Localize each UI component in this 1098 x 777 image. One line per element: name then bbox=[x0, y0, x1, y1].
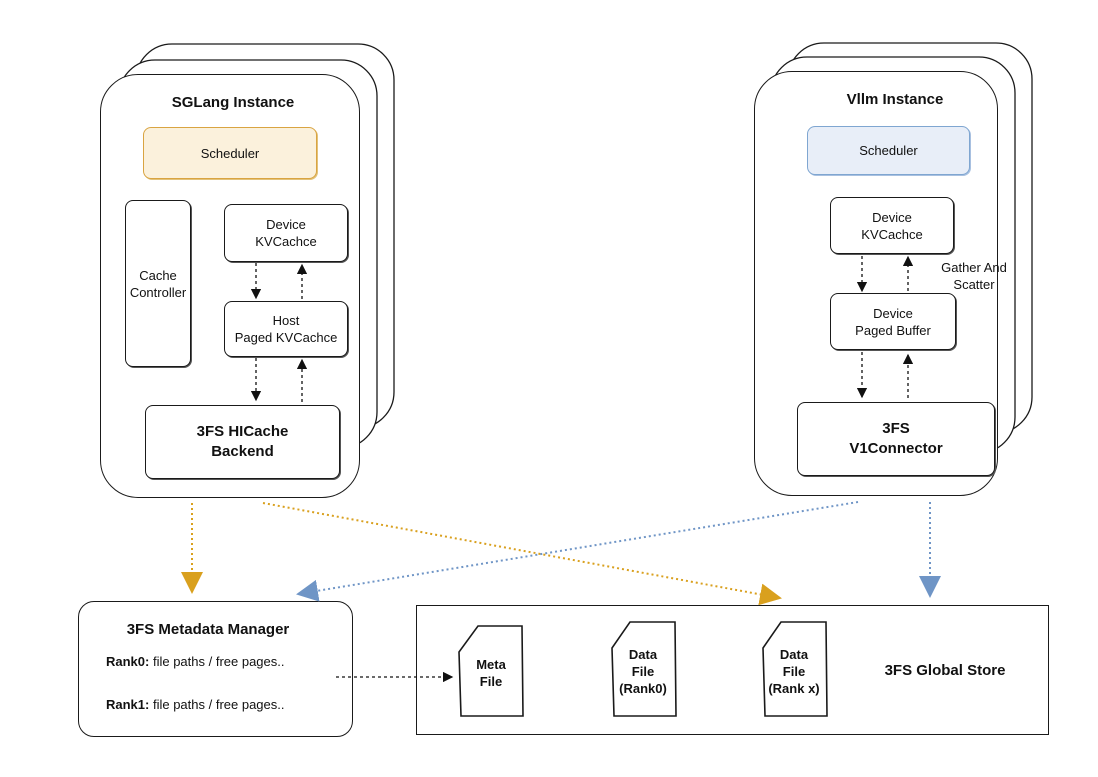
sglang-title: SGLang Instance bbox=[171, 94, 295, 111]
hicache-backend-label: 3FS HICache Backend bbox=[196, 423, 289, 460]
sglang-hicache-backend: 3FS HICache Backend bbox=[145, 405, 340, 479]
rank1-value: file paths / free pages.. bbox=[149, 697, 285, 712]
vllm-v1connector: 3FS V1Connector bbox=[797, 402, 995, 476]
rank1-key: Rank1: bbox=[106, 697, 150, 712]
rank0-key: Rank0: bbox=[106, 654, 150, 669]
sglang-scheduler: Scheduler bbox=[143, 127, 317, 179]
sglang-device-kvcache-label: Device KVCachce bbox=[255, 217, 317, 249]
sglang-host-paged-kvcache: Host Paged KVCachce bbox=[224, 301, 348, 357]
sglang-cache-controller: Cache Controller bbox=[125, 200, 191, 367]
metadata-manager-title: 3FS Metadata Manager bbox=[126, 621, 290, 638]
gather-scatter-label: Gather And Scatter bbox=[941, 260, 1007, 292]
vllm-device-kvcache: Device KVCachce bbox=[830, 197, 954, 254]
vllm-device-kvcache-label: Device KVCachce bbox=[861, 209, 923, 242]
metadata-row-rank0: Rank0: file paths / free pages.. bbox=[106, 654, 285, 669]
metadata-manager bbox=[78, 601, 353, 737]
vllm-device-paged-buffer: Device Paged Buffer bbox=[830, 293, 956, 350]
metadata-row-rank1: Rank1: file paths / free pages.. bbox=[106, 697, 285, 712]
vllm-scheduler-label: Scheduler bbox=[859, 143, 918, 158]
vllm-title: Vllm Instance bbox=[846, 91, 944, 108]
host-paged-kvcache-label: Host Paged KVCachce bbox=[234, 313, 338, 345]
meta-file-label: Meta File bbox=[476, 657, 506, 689]
data-file-rank0-label: Data File (Rank0) bbox=[619, 647, 667, 696]
data-file-rankx-label: Data File (Rank x) bbox=[768, 647, 820, 696]
sglang-device-kvcache: Device KVCachce bbox=[224, 204, 348, 262]
vllm-scheduler: Scheduler bbox=[807, 126, 970, 175]
rank0-value: file paths / free pages.. bbox=[149, 654, 285, 669]
global-store-title: 3FS Global Store bbox=[884, 662, 1006, 679]
device-paged-buffer-label: Device Paged Buffer bbox=[855, 305, 931, 338]
sglang-scheduler-label: Scheduler bbox=[200, 145, 260, 161]
v1connector-label: 3FS V1Connector bbox=[849, 420, 943, 457]
cache-controller-label: Cache Controller bbox=[129, 267, 187, 300]
